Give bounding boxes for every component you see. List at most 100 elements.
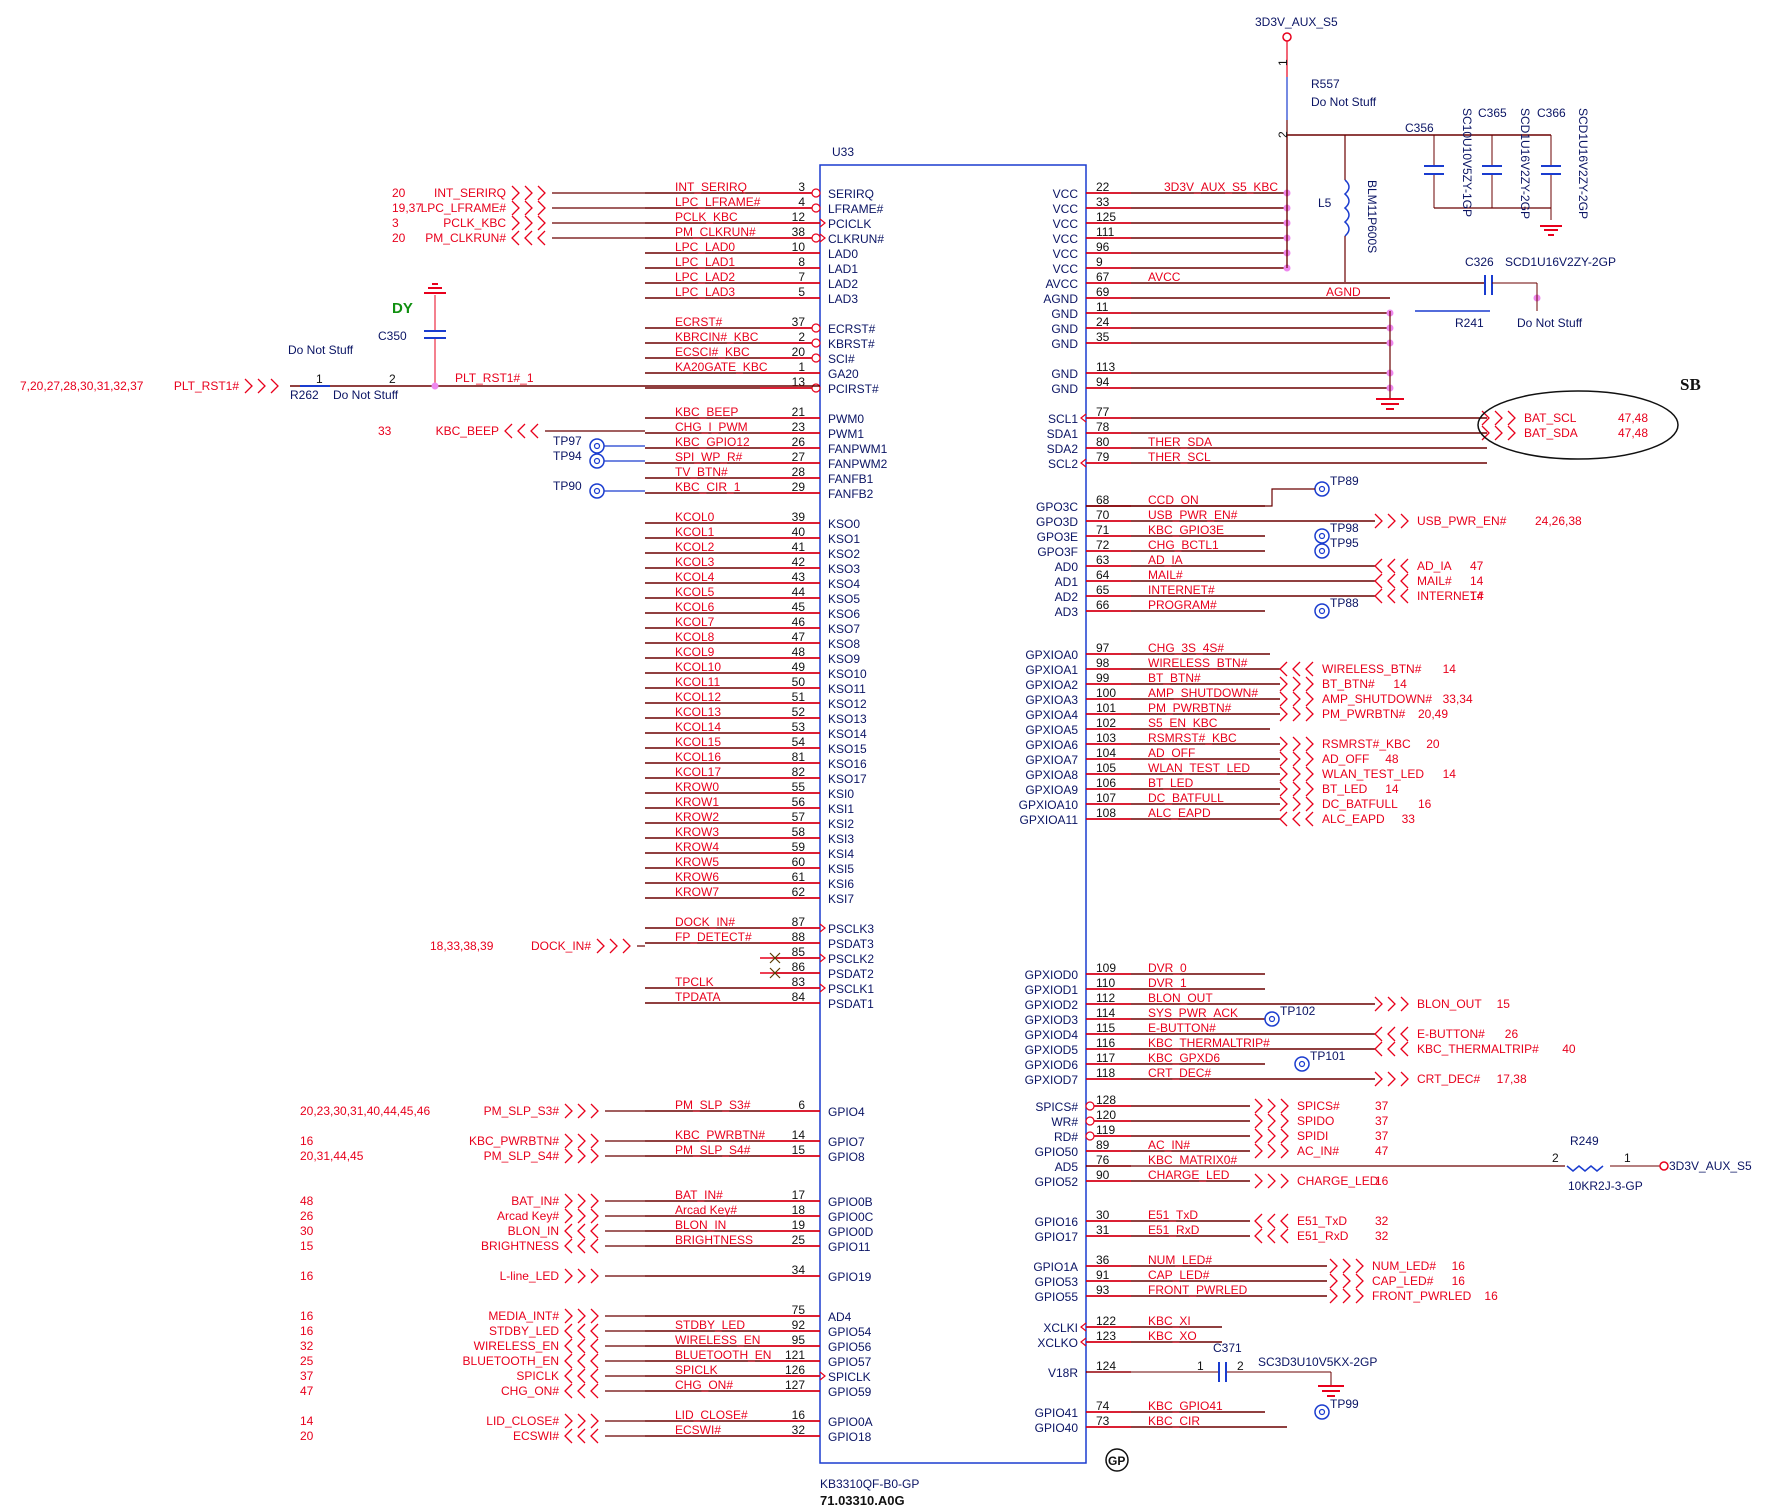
- offpage-connector-icon: [1254, 1228, 1289, 1244]
- offpage-num-led-[interactable]: NUM_LED#16: [1329, 1258, 1465, 1274]
- offpage-lid-close-[interactable]: LID_CLOSE#14: [300, 1413, 645, 1429]
- pin-number: 43: [792, 570, 806, 584]
- r557-ref: R557: [1311, 77, 1340, 91]
- offpage-net: CAP_LED#: [1372, 1274, 1434, 1288]
- test-point-tp102[interactable]: TP102: [1264, 1004, 1316, 1027]
- c365-ref: C365: [1478, 106, 1507, 120]
- offpage-net: CHARGE_LED: [1297, 1174, 1379, 1188]
- pin-name: LAD3: [828, 292, 858, 306]
- offpage-chg-on-[interactable]: CHG_ON#47: [300, 1383, 645, 1399]
- net-label: KCOL8: [675, 630, 715, 644]
- pin-number: 108: [1096, 806, 1116, 820]
- test-point-tp95[interactable]: TP95: [1314, 536, 1359, 559]
- offpage-kbc-pwrbtn-[interactable]: KBC_PWRBTN#16: [300, 1133, 645, 1149]
- test-point-tp101[interactable]: TP101: [1294, 1049, 1346, 1072]
- offpage-spics-[interactable]: SPICS#37: [1254, 1098, 1389, 1114]
- offpage-connector-icon: [1374, 996, 1409, 1012]
- offpage-lpc-lframe-[interactable]: LPC_LFRAME#19,37: [392, 200, 645, 216]
- offpage-refs: 33,34: [1443, 692, 1473, 706]
- offpage-refs: 48: [1385, 752, 1399, 766]
- sb-ellipse: [1477, 390, 1679, 460]
- test-point-tp90[interactable]: TP90: [553, 479, 645, 499]
- test-point-tp97[interactable]: TP97: [553, 434, 645, 454]
- dy-tag: DY: [392, 300, 413, 317]
- test-point-tp94[interactable]: TP94: [553, 449, 645, 469]
- test-point-tp88[interactable]: TP88: [1314, 596, 1359, 619]
- offpage-kbc-thermaltrip-[interactable]: KBC_THERMALTRIP#40: [1374, 1041, 1576, 1057]
- offpage-ecswi-[interactable]: ECSWI#20: [300, 1428, 645, 1444]
- pin-number: 62: [792, 885, 806, 899]
- c365-value: SCD1U16V2ZY-2GP: [1518, 108, 1532, 219]
- offpage-usb-pwr-en-[interactable]: USB_PWR_EN#24,26,38: [1374, 513, 1582, 529]
- offpage-dock-in-[interactable]: DOCK_IN#18,33,38,39: [430, 938, 645, 954]
- net-label: FP_DETECT#: [675, 930, 752, 944]
- offpage-cap-led-[interactable]: CAP_LED#16: [1329, 1273, 1465, 1289]
- offpage-arcad-key-[interactable]: Arcad Key#26: [300, 1208, 645, 1224]
- offpage-connector-icon: [564, 1413, 599, 1429]
- pin-name: AD1: [1055, 575, 1079, 589]
- offpage-mail-[interactable]: MAIL#14: [1374, 573, 1484, 589]
- offpage-media-int-[interactable]: MEDIA_INT#16: [300, 1308, 645, 1324]
- net-label: INT_SERIRQ: [675, 180, 747, 194]
- net-label: KCOL3: [675, 555, 715, 569]
- net-label: BLUETOOTH_EN: [675, 1348, 771, 1362]
- test-point-icon: [1314, 481, 1330, 497]
- offpage-internet-[interactable]: INTERNET#14: [1374, 588, 1484, 604]
- offpage-e-button-[interactable]: E-BUTTON#26: [1374, 1026, 1518, 1042]
- offpage-net: PLT_RST1#: [174, 379, 239, 393]
- offpage-amp-shutdown-[interactable]: AMP_SHUTDOWN#33,34: [1279, 691, 1473, 707]
- test-point-tp99[interactable]: TP99: [1314, 1397, 1359, 1420]
- test-point-tp98[interactable]: TP98: [1314, 521, 1359, 544]
- net-label: KBC_BEEP: [675, 405, 738, 419]
- offpage-ac-in-[interactable]: AC_IN#47: [1254, 1143, 1389, 1159]
- offpage-pm-slp-s4-[interactable]: PM_SLP_S4#20,31,44,45: [300, 1148, 645, 1164]
- offpage-pm-slp-s3-[interactable]: PM_SLP_S3#20,23,30,31,40,44,45,46: [300, 1103, 645, 1119]
- offpage-bat-in-[interactable]: BAT_IN#48: [300, 1193, 645, 1209]
- offpage-connector-icon: [1374, 513, 1409, 529]
- offpage-crt-dec-[interactable]: CRT_DEC#17,38: [1374, 1071, 1527, 1087]
- offpage-bt-btn-[interactable]: BT_BTN#14: [1279, 676, 1407, 692]
- test-point-tp89[interactable]: TP89: [1314, 474, 1359, 497]
- offpage-net: BT_BTN#: [1322, 677, 1375, 691]
- offpage-connector-icon: [1254, 1128, 1289, 1144]
- pin-name: SERIRQ: [828, 187, 874, 201]
- svg-text:1: 1: [316, 372, 323, 386]
- offpage-pm-pwrbtn-[interactable]: PM_PWRBTN#20,49: [1279, 706, 1448, 722]
- offpage-pm-clkrun-[interactable]: PM_CLKRUN#20: [392, 230, 645, 246]
- gp-mark: GP: [1105, 1448, 1129, 1472]
- offpage-plt-rst1-[interactable]: PLT_RST1#7,20,27,28,30,31,32,37: [20, 378, 279, 394]
- pin-number: 99: [1096, 671, 1110, 685]
- pin-name: PSCLK2: [828, 952, 874, 966]
- offpage-wireless-btn-[interactable]: WIRELESS_BTN#14: [1279, 661, 1456, 677]
- pin-number: 51: [792, 690, 806, 704]
- test-point-icon: [589, 453, 605, 469]
